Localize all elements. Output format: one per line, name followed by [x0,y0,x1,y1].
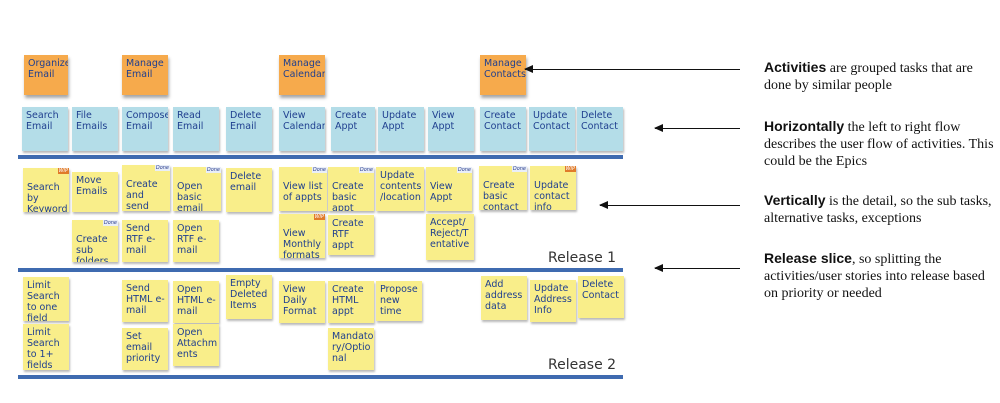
task-read-email[interactable]: Read Email [173,107,219,151]
story-text: Open basic email [177,181,204,211]
task-search-email[interactable]: Search Email [22,107,68,151]
story-limit-search-one-field[interactable]: Limit Search to one field [23,277,69,321]
release-2-divider [18,375,623,379]
task-update-appt[interactable]: Update Appt [378,107,424,151]
callout-release-bold: Release slice [764,250,852,266]
done-tag: Done [311,167,327,173]
story-view-daily-format[interactable]: View Daily Format [279,281,325,323]
story-send-rtf-email[interactable]: Send RTF e- mail [122,220,168,262]
done-tag: Done [205,167,221,173]
callout-horizontal: Horizontally the left to right flow desc… [764,118,994,170]
story-send-html-email[interactable]: Send HTML e- mail [122,280,168,322]
story-update-contact-info[interactable]: Update contact info WIP [530,166,576,210]
story-text: Create basic contact [483,180,519,210]
story-create-basic-contact[interactable]: Create basic contact Done [479,166,527,210]
story-create-and-send-basic-email[interactable]: Create and send basic email Done [122,165,170,211]
callout-vertical: Vertically is the detail, so the sub tas… [764,192,994,227]
activity-organize-email[interactable]: Organize Email [24,55,68,95]
story-view-appt[interactable]: View Appt Done [426,167,472,211]
activities-arrow [524,65,740,73]
done-tag: Done [102,220,118,226]
backbone-divider [18,155,623,159]
story-create-rtf-appt[interactable]: Create RTF appt [328,215,374,255]
story-move-emails[interactable]: Move Emails [72,172,118,212]
task-update-contact[interactable]: Update Contact [529,107,575,151]
done-tag: Done [154,165,170,171]
release-1-divider [18,268,623,272]
story-text: View Monthly formats [283,228,322,258]
release-1-label: Release 1 [548,250,617,266]
story-open-rtf-email[interactable]: Open RTF e- mail [173,220,219,262]
release-2-label: Release 2 [548,357,617,373]
task-file-emails[interactable]: File Emails [72,107,118,151]
task-view-appt[interactable]: View Appt [428,107,474,151]
task-delete-email[interactable]: Delete Email [226,107,272,151]
story-empty-deleted-items[interactable]: Empty Deleted Items [226,275,272,319]
activity-manage-calendar[interactable]: Manage Calendar [279,55,325,95]
story-create-html-appt[interactable]: Create HTML appt [328,281,374,323]
done-tag: Done [456,167,472,173]
story-mandatory-optional[interactable]: Mandato ry/Optio nal [328,328,374,370]
story-limit-search-1plus-fields[interactable]: Limit Search to 1+ fields [23,324,69,370]
done-tag: Done [358,167,374,173]
story-open-html-email[interactable]: Open HTML e- mail [173,281,219,323]
horizontal-arrow [654,124,740,132]
wip-tag: WIP [313,214,325,220]
callout-vertical-text: is the detail, so the sub tasks, alterna… [764,194,992,226]
story-update-contents-location[interactable]: Update contents /location [376,167,424,211]
callout-release-text: , so splitting the activities/user stori… [764,252,985,301]
story-accept-reject-tentative[interactable]: Accept/ Reject/T entative [426,214,474,260]
task-delete-contact[interactable]: Delete Contact [577,107,623,151]
wip-tag: WIP [564,166,576,172]
story-delete-contact[interactable]: Delete Contact [578,276,624,318]
done-tag: Done [511,166,527,172]
task-create-contact[interactable]: Create Contact [480,107,526,151]
story-open-basic-email[interactable]: Open basic email Done [173,167,221,211]
callout-release: Release slice, so splitting the activiti… [764,250,994,302]
story-text: Update contact info [534,180,570,210]
task-view-calendar[interactable]: View Calendar [279,107,325,151]
story-view-list-of-appts[interactable]: View list of appts Done [279,167,327,211]
activity-manage-email[interactable]: Manage Email [122,55,168,95]
story-text: View Appt [430,181,453,203]
vertical-arrow [599,201,740,209]
story-text: Create basic appt [332,181,364,211]
activity-manage-contacts[interactable]: Manage Contacts [480,55,526,95]
story-text: Create sub folders [76,234,109,262]
story-create-basic-appt[interactable]: Create basic appt Done [328,167,374,211]
callout-vertical-bold: Vertically [764,192,826,208]
task-create-appt[interactable]: Create Appt [331,107,375,151]
story-text: Create and send basic email [126,179,158,211]
wip-tag: WIP [57,168,69,174]
story-search-by-keyword[interactable]: Search by Keyword WIP [23,168,69,212]
story-open-attachments[interactable]: Open Attachm ents [173,324,219,366]
callout-activities-text: are grouped tasks that are done by simil… [764,61,973,93]
callout-horizontal-bold: Horizontally [764,118,845,134]
story-create-sub-folders[interactable]: Create sub folders Done [72,220,118,262]
story-propose-new-time[interactable]: Propose new time [376,281,422,321]
callout-activities-bold: Activities [764,59,827,75]
task-compose-email[interactable]: Compose Email [122,107,168,151]
story-set-email-priority[interactable]: Set email priority [122,328,168,370]
story-update-address-info[interactable]: Update Address Info [530,280,576,322]
release-arrow [654,264,740,272]
story-text: View list of appts [283,181,323,203]
story-add-address-data[interactable]: Add address data [481,276,527,320]
story-text: Search by Keyword [27,182,68,212]
story-delete-email[interactable]: Delete email [226,168,272,212]
callout-activities: Activities are grouped tasks that are do… [764,59,994,94]
story-view-monthly-formats[interactable]: View Monthly formats WIP [279,214,325,258]
callout-horizontal-text: the left to right flow describes the use… [764,120,994,169]
